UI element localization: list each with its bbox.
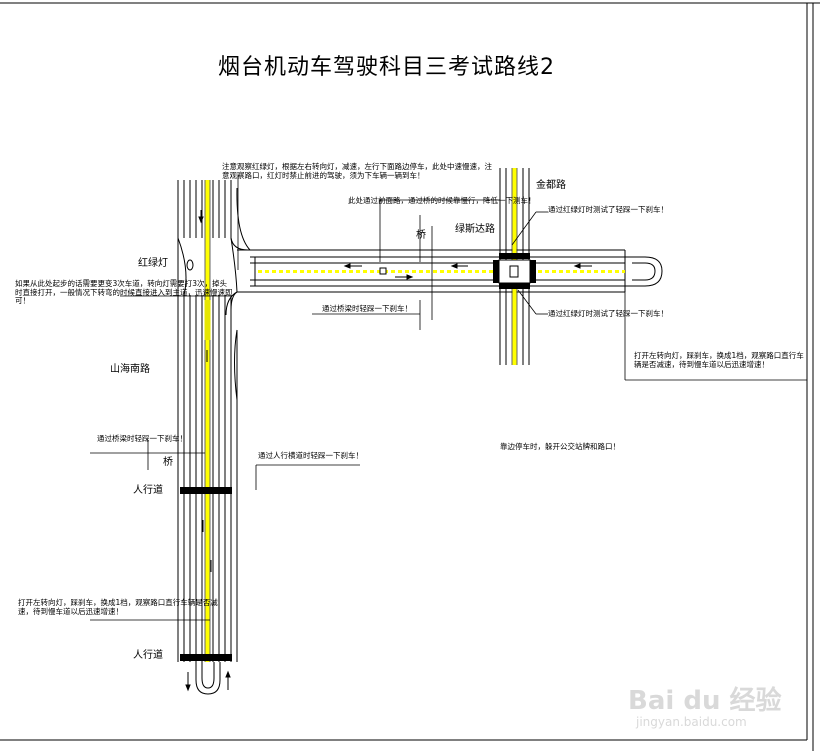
note-cross-ramp: 此处通过前面路，通过桥的时候靠慢行，降低一下测车！ <box>348 196 536 205</box>
label-crosswalk-1: 人行道 <box>133 485 163 496</box>
u-turn-bottom <box>195 662 221 695</box>
note-top-center: 注意观察红绿灯，根据左右转向灯，减速，左行下面路边停车，此处中速慢速，注意观察路… <box>222 162 492 180</box>
label-hongludeng: 红绿灯 <box>138 258 168 269</box>
label-bridge-top: 桥 <box>416 230 426 241</box>
label-lvsida-lu: 绿斯达路 <box>455 224 495 235</box>
note-park: 靠边停车时，躲开公交站牌和路口！ <box>500 442 620 451</box>
intersection-box <box>493 253 536 289</box>
corner-curves <box>177 187 251 401</box>
u-turn-right <box>625 256 663 287</box>
label-jindu-lu: 金都路 <box>536 180 566 191</box>
horizontal-road-lvsida <box>237 249 626 293</box>
baidu-watermark-url: jingyan.baidu.com <box>636 715 747 729</box>
note-crosswalk: 通过人行横道时轻踩一下刹车！ <box>258 451 363 460</box>
direction-arrows <box>185 210 592 692</box>
note-bottom-left: 打开左转向灯，踩刹车，换成1档，观察路口直行车辆是否减速，待到慢车道以后迅速增速… <box>18 598 218 616</box>
note-green-light-top: 通过红绿灯时测试了轻踩一下刹车！ <box>548 205 668 214</box>
note-left-rule: 如果从此处起步的话需要更变3次车道，转向灯需要打3次，掉头时直接打开，一般情况下… <box>15 279 233 306</box>
crosswalk-bar-upper <box>180 487 232 494</box>
label-crosswalk-2: 人行道 <box>133 650 163 661</box>
note-bridge-left: 通过桥梁时轻踩一下刹车！ <box>97 434 187 443</box>
note-bridge-pass: 通过桥梁时轻踩一下刹车！ <box>322 304 412 313</box>
leader-lines <box>90 175 807 621</box>
bridge-marker <box>379 267 387 275</box>
page-title: 烟台机动车驾驶科目三考试路线2 <box>218 55 555 80</box>
vertical-road-shanhai <box>177 180 238 662</box>
note-green-light-bottom: 通过红绿灯时测试了轻踩一下刹车！ <box>548 309 668 318</box>
crosswalk-bar-lower <box>180 654 232 661</box>
note-right-turn: 打开左转向灯，踩刹车，换成1档，观察路口直行车辆是否减速，待到慢车道以后迅速增速… <box>634 351 804 369</box>
label-bridge-left: 桥 <box>163 457 173 468</box>
traffic-light-marker <box>186 259 194 271</box>
label-shanhai-nan-lu: 山海南路 <box>110 364 150 375</box>
baidu-watermark-logo: Bai du 经验 <box>628 686 782 716</box>
